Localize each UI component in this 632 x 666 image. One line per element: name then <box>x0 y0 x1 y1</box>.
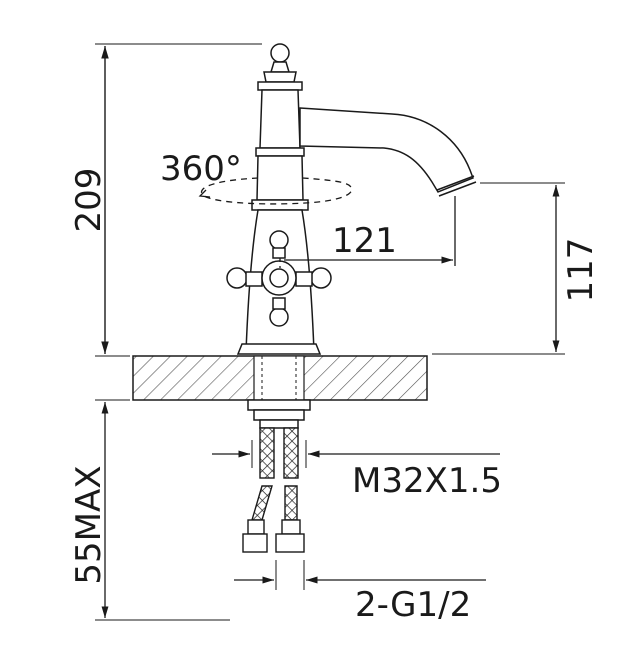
thread-dimension <box>212 440 500 468</box>
reach-dimension <box>279 196 456 268</box>
faucet-body <box>226 43 477 355</box>
flexible-hose-right <box>275 427 305 553</box>
reach-dimension-label: 121 <box>332 221 397 261</box>
countertop-section <box>132 355 428 401</box>
thread-label: M32X1.5 <box>352 461 502 501</box>
deck-thickness-dimension <box>95 399 230 621</box>
hose-connection-label: 2-G1/2 <box>355 585 471 625</box>
spout-height-dimension <box>432 182 565 355</box>
flexible-hose-left <box>242 427 275 553</box>
rotation-indicator <box>198 177 353 205</box>
height-dimension-label: 209 <box>69 168 109 233</box>
spout-height-label: 117 <box>561 238 601 303</box>
deck-thickness-label: 55MAX <box>69 465 109 584</box>
height-dimension <box>95 43 262 357</box>
hose-connection-dimension <box>234 560 486 590</box>
rotation-label: 360° <box>160 149 242 189</box>
mounting-shank <box>247 399 311 429</box>
